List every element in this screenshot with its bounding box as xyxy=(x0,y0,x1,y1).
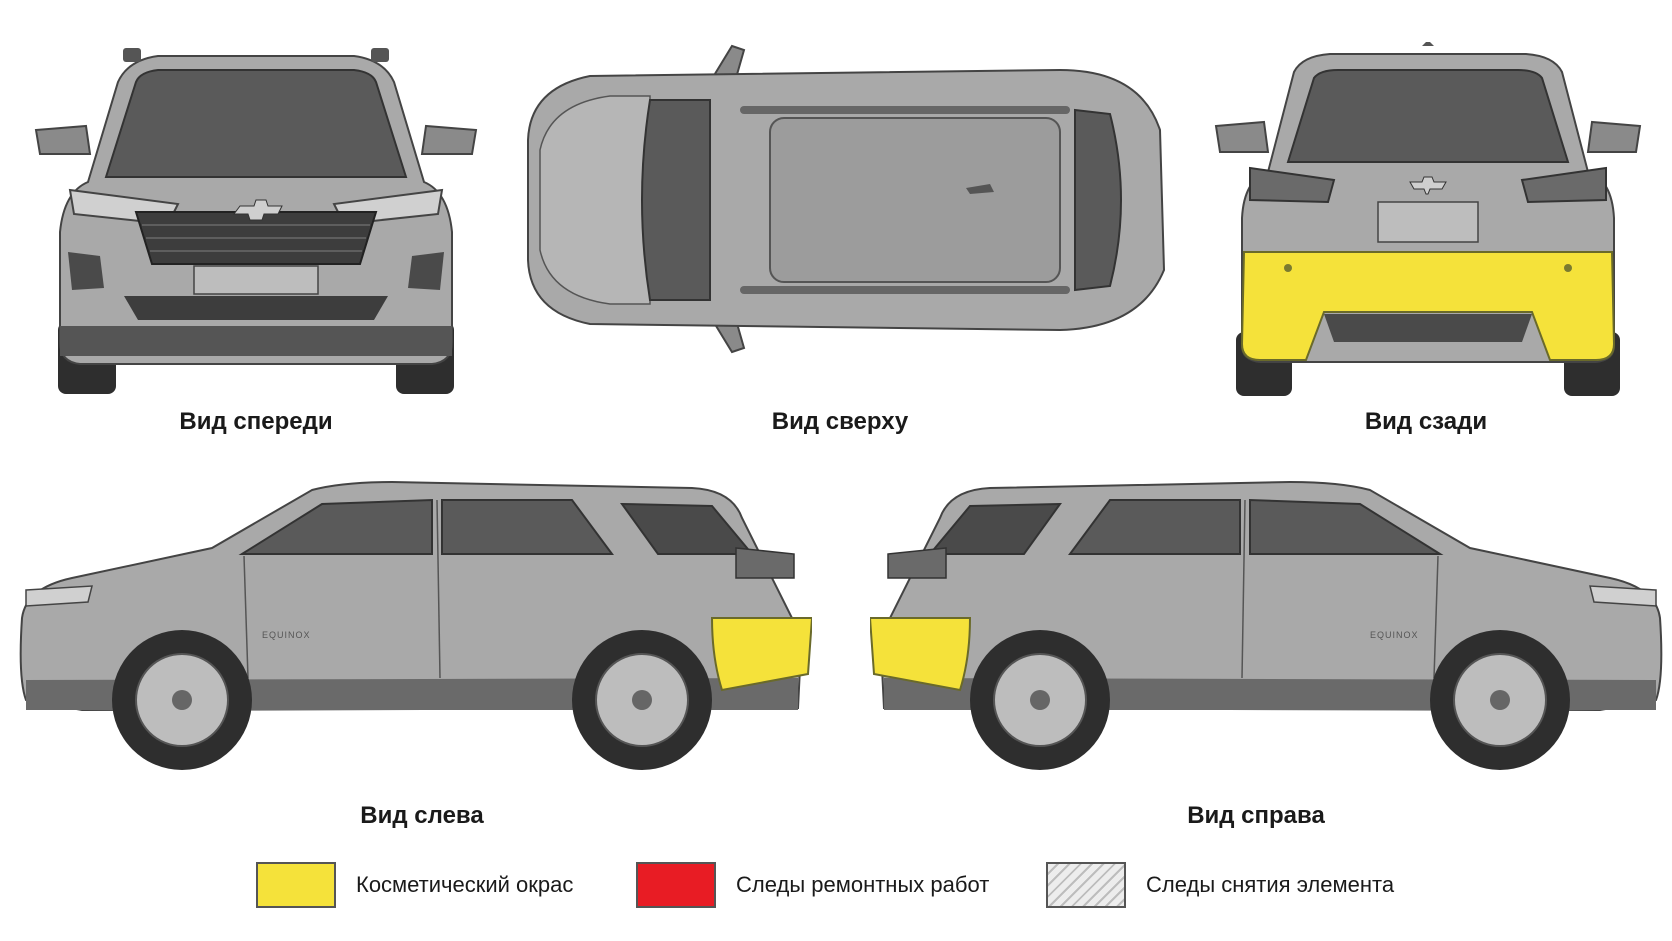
legend-label: Следы снятия элемента xyxy=(1146,872,1395,897)
legend-item-repair-traces: Следы ремонтных работ xyxy=(636,862,989,908)
rear-view-caption: Вид сзади xyxy=(1364,408,1488,435)
top-view-caption: Вид сверху xyxy=(771,408,909,435)
rear-view xyxy=(1210,42,1646,402)
right-view: EQUINOX xyxy=(870,478,1670,796)
legend-swatch-removal-traces xyxy=(1046,862,1126,908)
legend-item-removal-traces: Следы снятия элемента xyxy=(1046,862,1394,908)
legend-swatch-repair-traces xyxy=(636,862,716,908)
legend-swatch-cosmetic-paint xyxy=(256,862,336,908)
front-view-caption: Вид спереди xyxy=(179,408,333,435)
right-view-caption: Вид справа xyxy=(1187,802,1325,829)
legend-label: Следы ремонтных работ xyxy=(736,872,990,897)
legend-item-cosmetic-paint: Косметический окрас xyxy=(256,862,573,908)
left-view-caption: Вид слева xyxy=(360,802,484,829)
front-view xyxy=(28,42,484,402)
legend-label: Косметический окрас xyxy=(356,872,574,897)
right-badge: EQUINOX xyxy=(1370,630,1419,640)
left-badge: EQUINOX xyxy=(262,630,311,640)
top-view xyxy=(500,40,1180,360)
left-view: EQUINOX xyxy=(12,478,812,796)
